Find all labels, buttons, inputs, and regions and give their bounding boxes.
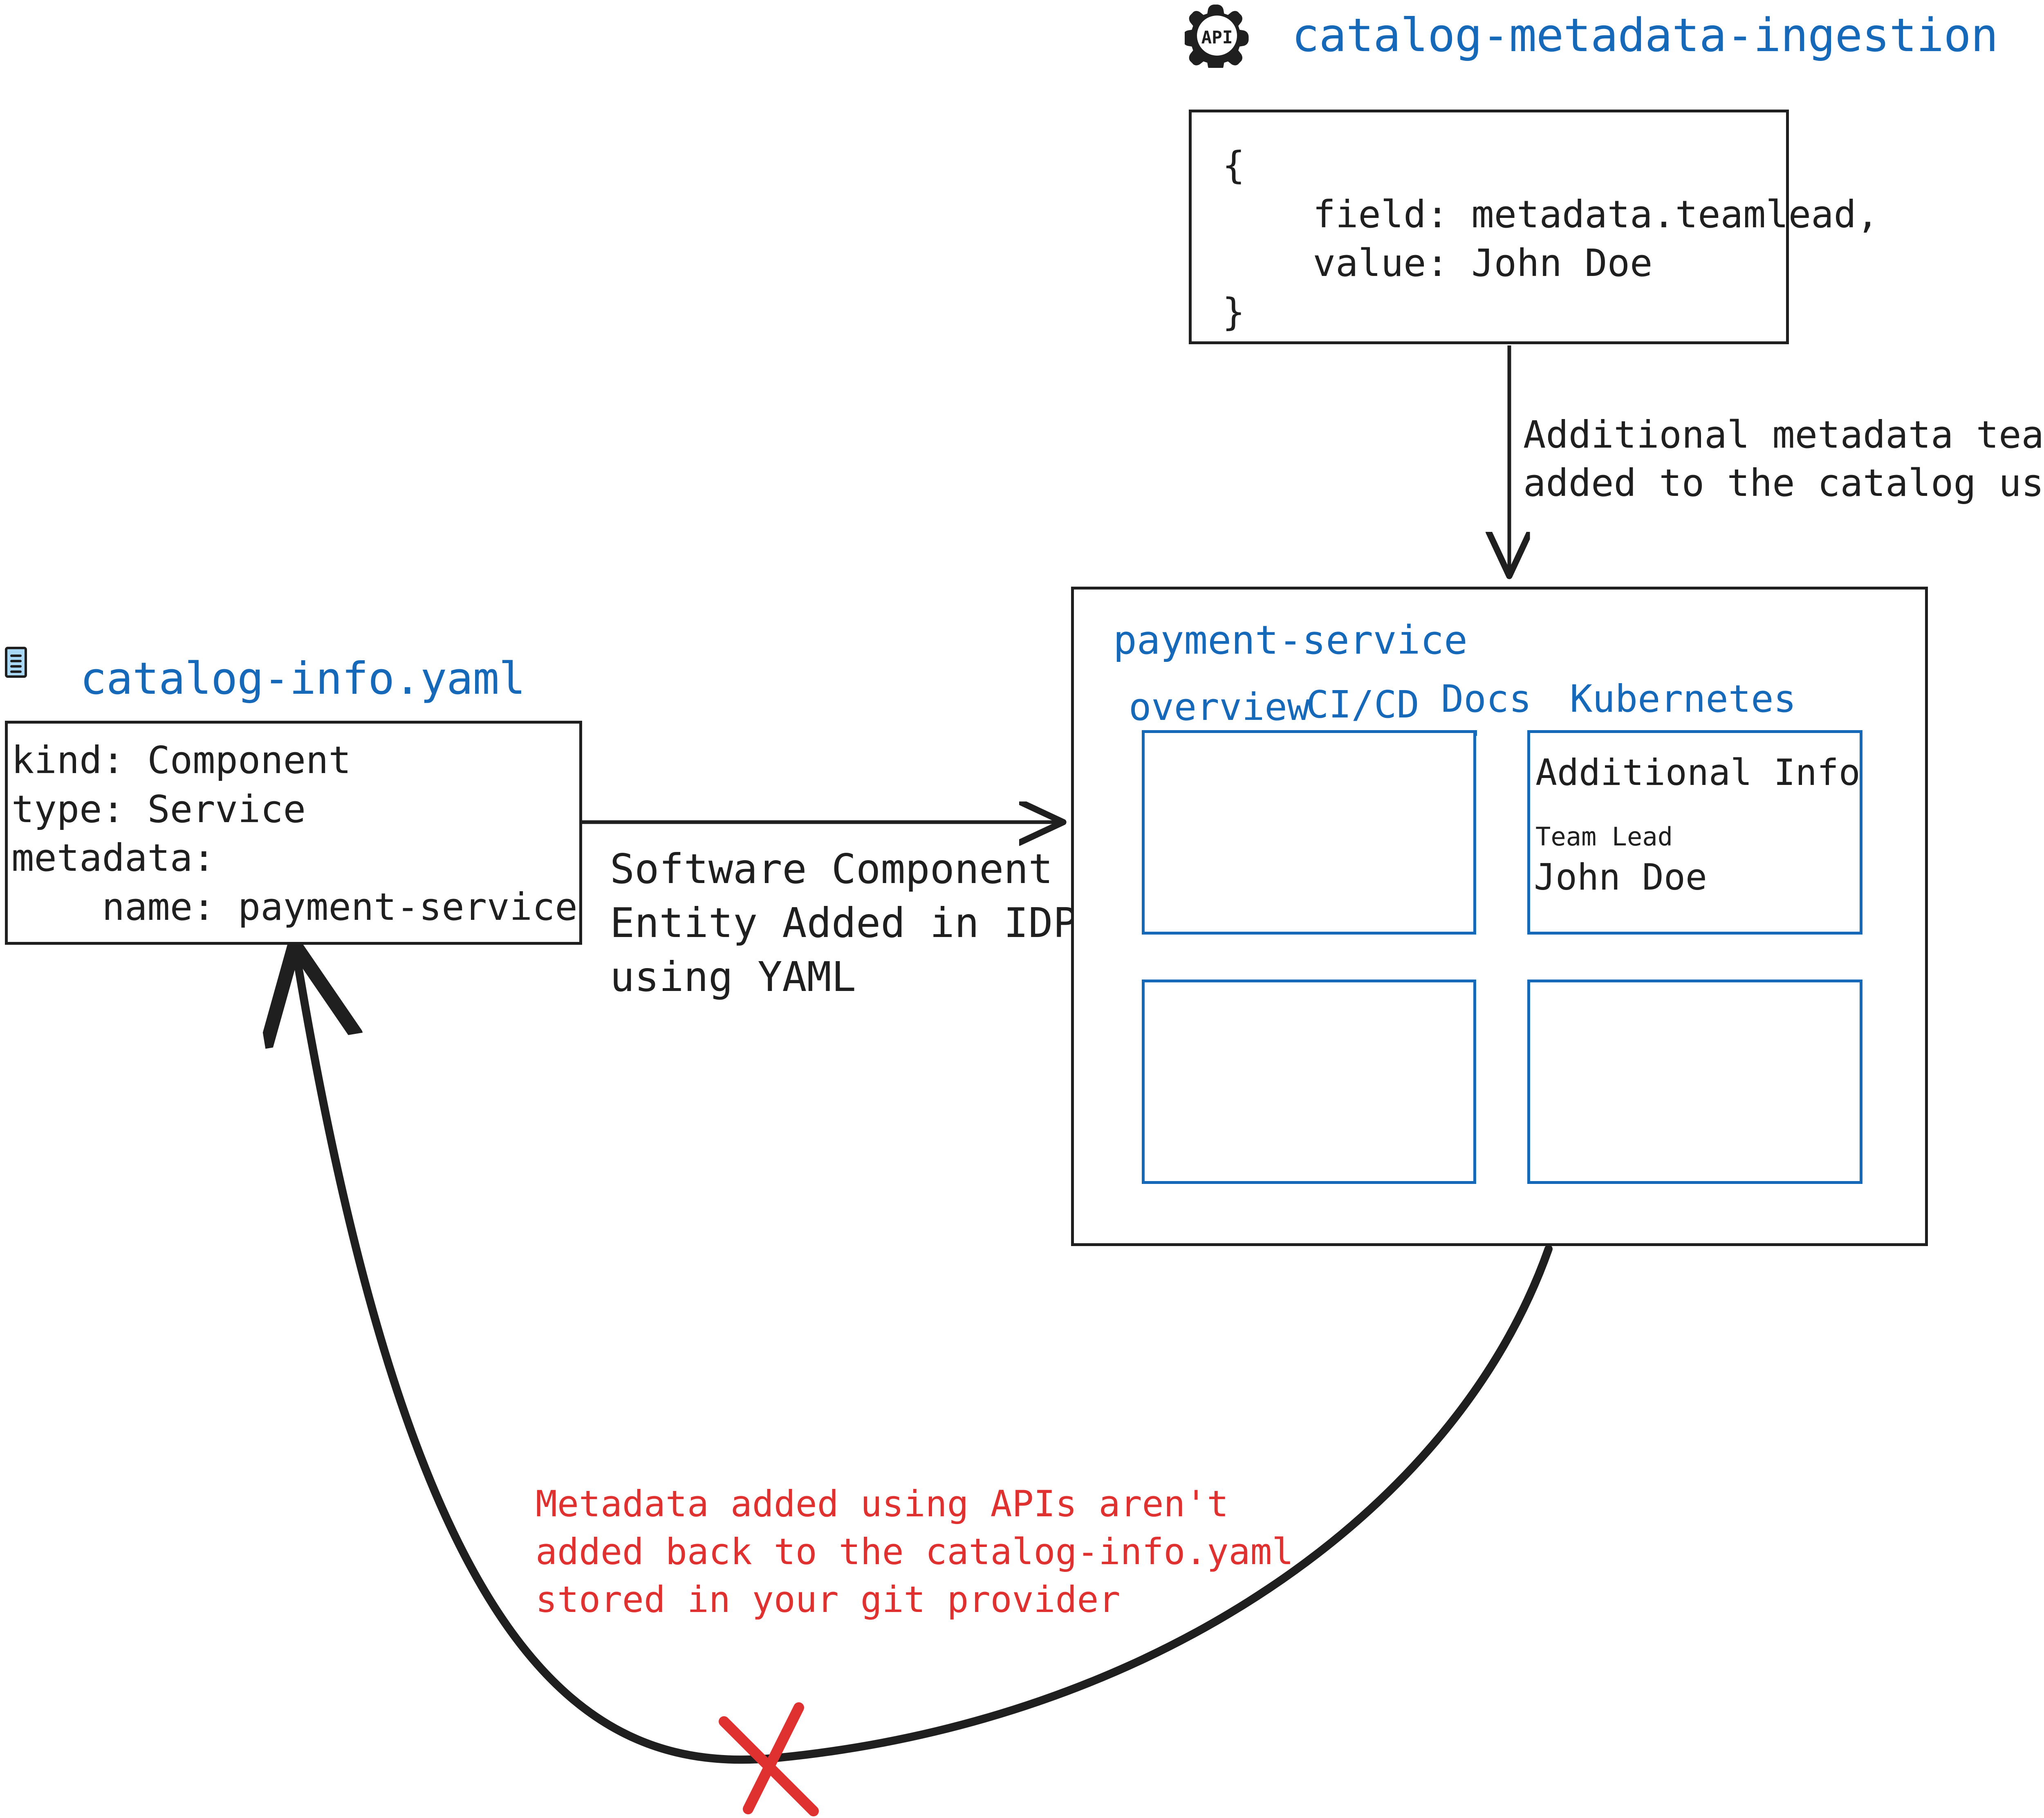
api-json-box [1189,110,1789,344]
additional-info-label: Team Lead [1535,822,1673,852]
yaml-code-box [5,721,582,945]
yaml-document-icon [5,647,27,678]
red-x-mark [719,1702,819,1816]
tab-overview[interactable]: overview [1129,685,1310,729]
card-upper-right[interactable] [1527,730,1862,935]
card-lower-left[interactable] [1142,980,1476,1184]
additional-info-value: John Doe [1534,856,1707,898]
card-lower-right[interactable] [1527,980,1862,1184]
tab-cicd[interactable]: CI/CD [1306,683,1419,726]
warning-edge-label: Metadata added using APIs aren't added b… [536,1483,1294,1621]
tab-docs[interactable]: Docs [1441,677,1532,721]
yaml-code-content: kind: Component type: Service metadata: … [11,738,578,929]
yaml-node-title: catalog-info.yaml [80,653,525,704]
api-json-code: { field: metadata.teamlead, value: John … [1222,143,1879,334]
tab-kubernetes[interactable]: Kubernetes [1570,677,1796,721]
portal-tab-bar: overview CI/CD Docs Kubernetes [1110,677,1895,729]
portal-title: payment-service [1113,617,1468,663]
api-gear-icon: API [1185,3,1249,68]
card-upper-left[interactable] [1142,730,1476,935]
api-node-title: catalog-metadata-ingestion [1292,9,1998,62]
svg-text:API: API [1201,27,1233,48]
additional-info-title: Additional Info [1535,751,1860,794]
yaml-edge-label: Software Component Entity Added in IDP u… [610,845,1078,1001]
api-edge-label: Additional metadata teamlead added to th… [1523,413,2044,505]
